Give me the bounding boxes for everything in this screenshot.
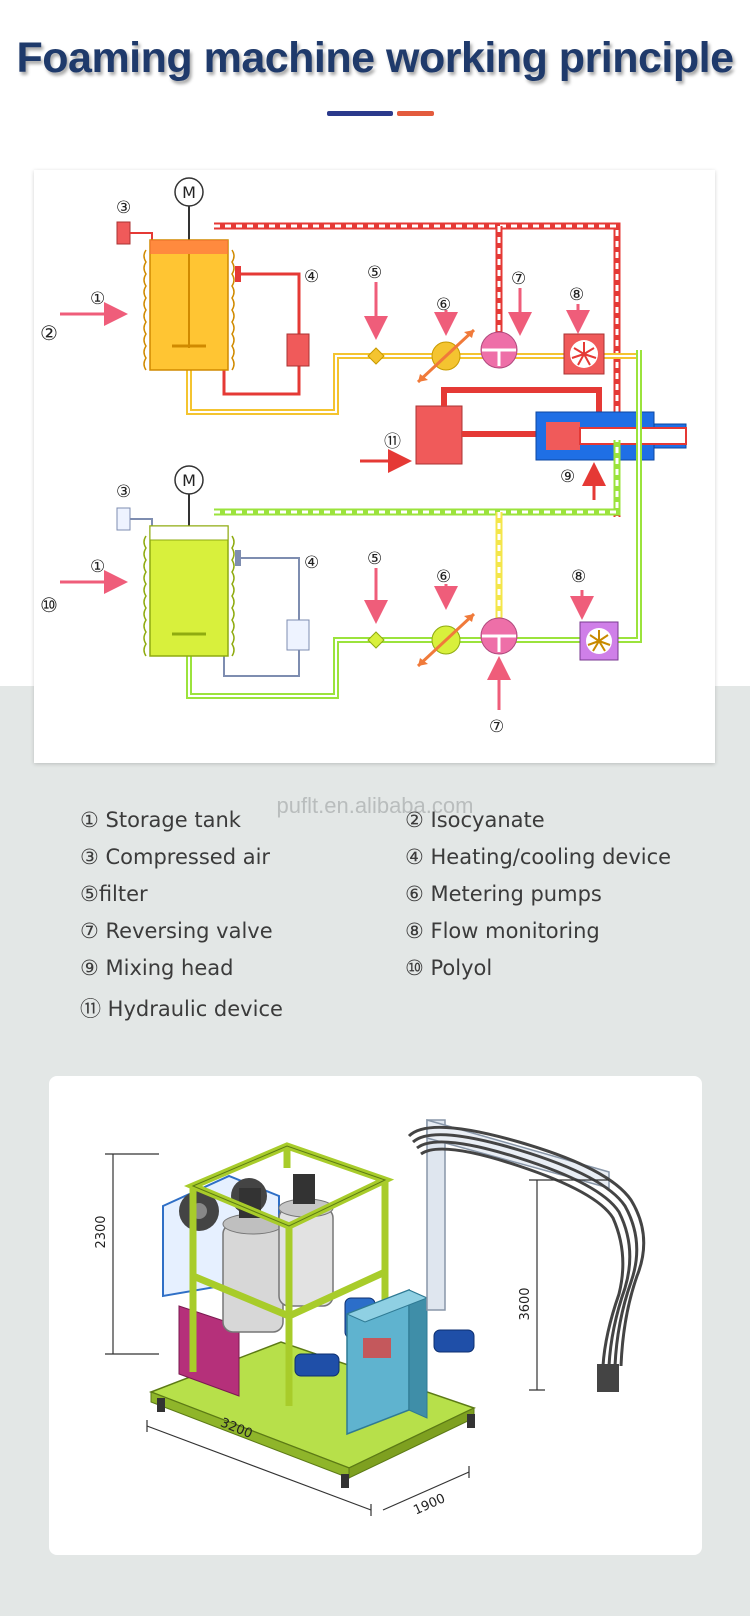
legend-filter: ⑤filter [80,882,148,906]
mix-head-assembly [597,1364,619,1392]
marker-1-lower: ① [90,557,105,577]
hydraulic-device [360,387,602,473]
legend-hydraulic-device: ⑪ Hydraulic device [80,997,283,1021]
lower-return-line [214,440,621,622]
legend-flow-monitoring: ⑧ Flow monitoring [405,919,600,943]
upper-reversing-valve [480,288,532,369]
marker-11: ⑪ [384,432,401,452]
marker-2: ② [40,321,58,345]
watermark: puflt.en.alibaba.com [276,793,474,818]
machine-frame-outline [191,1145,387,1227]
upper-heating-loop [222,266,310,396]
upper-filter [364,282,388,365]
marker-7-lower: ⑦ [489,717,504,737]
lower-metering-pump [416,584,476,668]
marker-4-lower: ④ [304,553,319,573]
legend-compressed-air: ③ Compressed air [80,845,271,869]
machine-drawing-svg: 2300 3200 1900 3600 [94,1119,646,1518]
upper-storage-tank [143,239,235,371]
marker-6-upper: ⑥ [436,295,451,315]
legend-reversing-valve: ⑦ Reversing valve [80,919,273,943]
marker-5-upper: ⑤ [367,263,382,283]
page-title: Foaming machine working principle [16,34,735,82]
upper-return-line [214,222,621,517]
marker-10: ⑩ [40,593,58,617]
marker-8-upper: ⑧ [569,285,584,305]
lower-heating-loop [223,550,310,677]
marker-5-lower: ⑤ [367,549,382,569]
marker-6-lower: ⑥ [436,567,451,587]
marker-8-lower: ⑧ [571,567,586,587]
marker-3-upper: ③ [116,198,131,218]
marker-9: ⑨ [560,467,575,487]
mixing-head [535,411,687,500]
lower-feed-line [186,350,642,699]
machine-drawing: 2300 3200 1900 3600 [49,1076,702,1555]
upper-motor: M [174,177,204,348]
legend-mixing-head: ⑨ Mixing head [80,956,234,980]
control-cabinet [345,1288,429,1436]
title-accent-red [397,111,434,116]
process-diagram-svg: M [40,177,687,737]
marker-3-lower: ③ [116,482,131,502]
dim-height-frame: 2300 [94,1215,109,1248]
marker-4-upper: ④ [304,267,319,287]
dim-height-boom: 3600 [518,1287,533,1320]
diagram-markers: ③ ① ② ④ ⑤ ⑥ ⑦ ⑧ ⑪ ⑨ ③ ① ⑩ ④ ⑤ ⑥ ⑧ ⑦ [40,198,586,737]
lower-air-inlet [116,507,153,531]
lower-reversing-valve [480,617,518,710]
legend-isocyanate: ② Isocyanate [405,808,545,832]
upper-flow-monitor [563,304,605,375]
dimension-lines [105,1153,609,1516]
legend-heating-cooling: ④ Heating/cooling device [405,845,672,869]
upper-air-inlet [116,221,153,245]
title-accent-blue [327,111,393,116]
legend-metering-pumps: ⑥ Metering pumps [405,882,602,906]
legend-polyol: ⑩ Polyol [405,956,493,980]
lower-filter [364,568,388,649]
upper-metering-pump [416,310,476,384]
lower-flow-monitor [570,590,619,661]
marker-1-upper: ① [90,289,105,309]
svg-text:M: M [182,471,196,490]
marker-7-upper: ⑦ [511,269,526,289]
svg-text:M: M [182,183,196,202]
process-diagram: M [34,170,715,763]
boom-hoses [407,1125,646,1367]
legend-storage-tank: ① Storage tank [80,808,241,832]
lower-storage-tank [143,525,235,657]
